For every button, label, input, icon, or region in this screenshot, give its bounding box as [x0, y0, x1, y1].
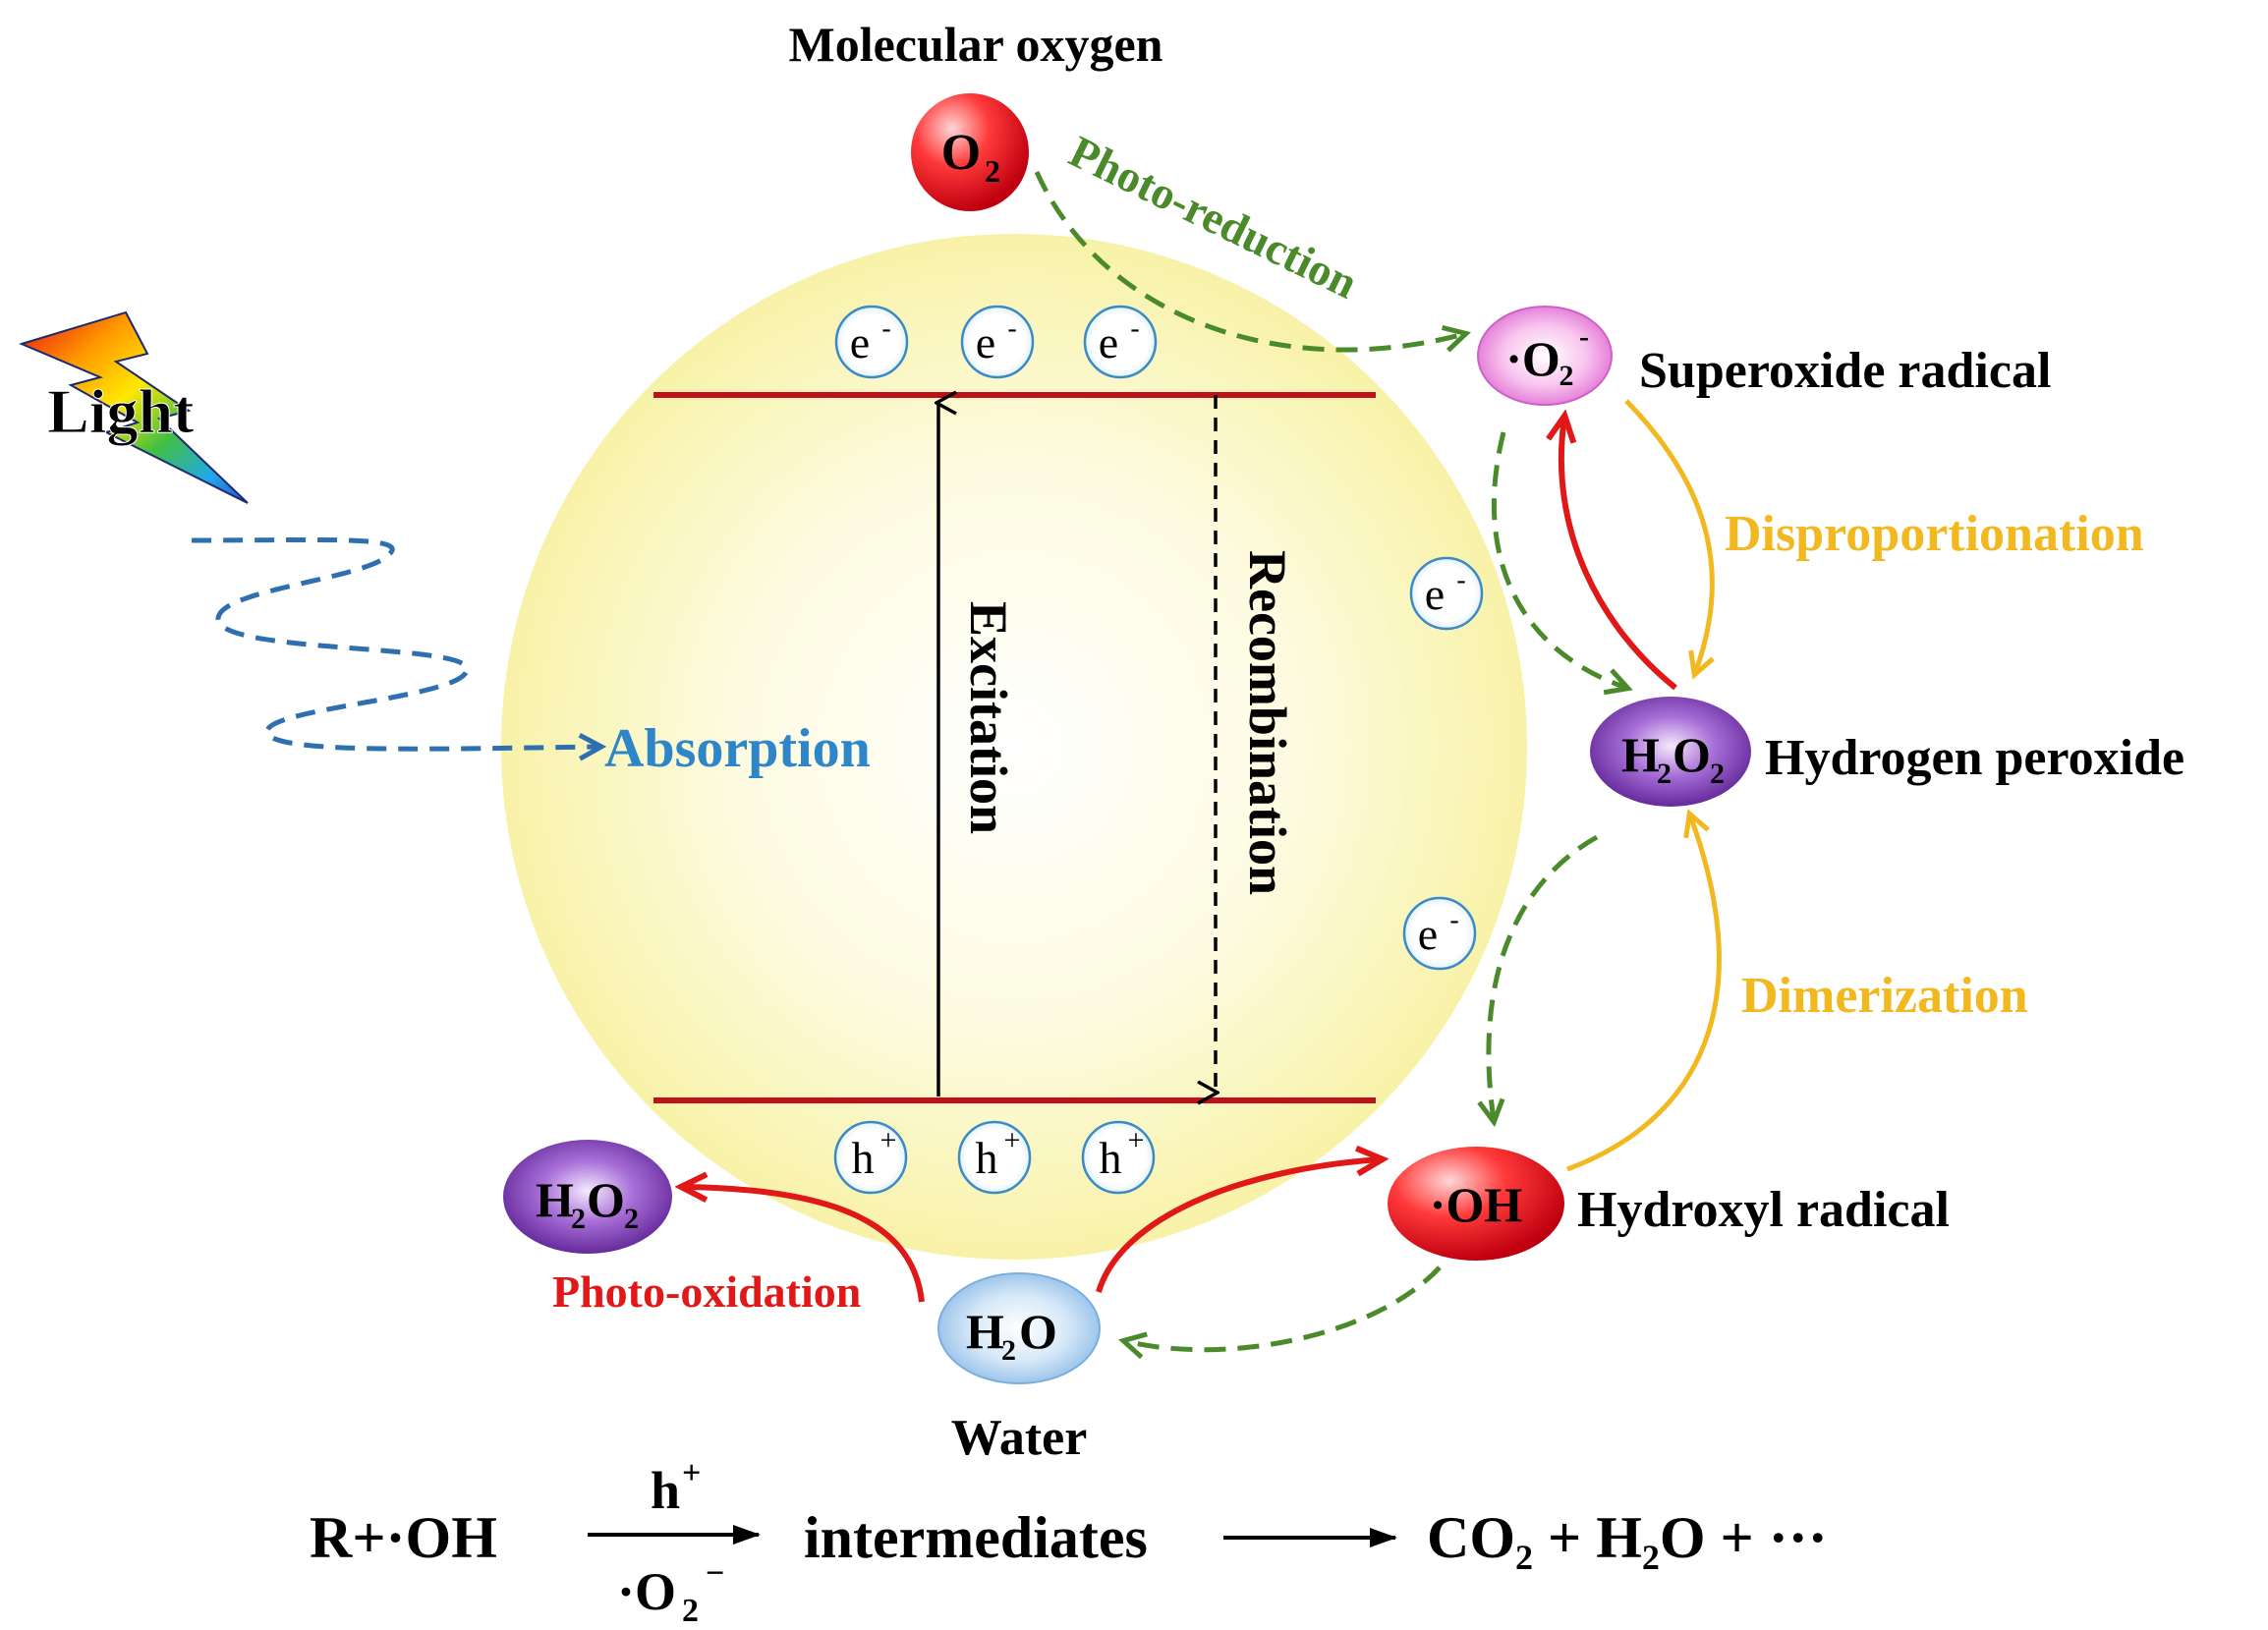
water-to-hydroxyl-arrow: [1096, 1159, 1381, 1293]
electron-3: e -: [1083, 305, 1158, 379]
svg-text:O: O: [587, 1172, 625, 1227]
hole-3: h +: [1081, 1120, 1156, 1195]
svg-text:2: 2: [624, 1203, 639, 1235]
svg-text:O: O: [1673, 727, 1711, 782]
svg-text:-: -: [1130, 313, 1139, 344]
h2o2-right-node: H 2 O 2: [1590, 697, 1751, 807]
svg-text:H: H: [966, 1304, 1004, 1359]
disproportionation-label: Disproportionation: [1725, 506, 2144, 562]
hydroxyl-node: ·OH: [1388, 1147, 1564, 1261]
molecular-oxygen-label: Molecular oxygen: [789, 17, 1163, 72]
svg-text:·O: ·O: [1505, 331, 1560, 386]
svg-text:h: h: [852, 1133, 875, 1183]
equation-below-arrow: ·O: [617, 1562, 676, 1621]
svg-text:h: h: [976, 1133, 998, 1183]
hydrogen-peroxide-label: Hydrogen peroxide: [1765, 730, 2184, 786]
dimerization-arrow: [1566, 809, 1722, 1172]
svg-text:2: 2: [1559, 360, 1574, 392]
lightning-bolt-icon: [19, 310, 249, 504]
recombination-label: Recombination: [1238, 550, 1297, 895]
water-node: H 2 O: [937, 1272, 1101, 1384]
o2-node: O 2: [911, 93, 1029, 211]
svg-text:-: -: [1579, 320, 1589, 353]
svg-text:h: h: [1100, 1133, 1122, 1183]
hydroxyl-to-water-arrow: [1117, 1265, 1442, 1360]
svg-text:-: -: [1456, 565, 1465, 595]
svg-text:−: −: [706, 1555, 724, 1592]
svg-text:e: e: [1099, 317, 1118, 367]
disproportionation-arrow: [1624, 399, 1715, 680]
svg-text:2: 2: [571, 1203, 586, 1235]
svg-text:2: 2: [1657, 758, 1672, 790]
svg-text:e: e: [1418, 909, 1438, 959]
h2o2-to-superoxide-arrow: [1561, 418, 1677, 691]
svg-text:e: e: [976, 317, 995, 367]
absorption-label: Absorption: [604, 718, 871, 779]
photo-oxidation-arrow: [683, 1187, 925, 1303]
svg-text:2: 2: [1001, 1334, 1016, 1367]
equation-above-arrow: h: [651, 1461, 680, 1520]
svg-text:2: 2: [1710, 758, 1725, 790]
electron-4: e -: [1409, 556, 1484, 631]
svg-text:2: 2: [682, 1593, 699, 1629]
svg-text:H: H: [1621, 727, 1660, 782]
excitation-label: Excitation: [959, 601, 1018, 834]
svg-text:+: +: [1128, 1124, 1145, 1156]
equation-products: CO2 + H2O + ···: [1427, 1505, 1828, 1577]
water-label: Water: [951, 1410, 1088, 1466]
svg-text:O: O: [1019, 1304, 1057, 1359]
svg-text:2: 2: [985, 153, 1000, 189]
svg-text:+: +: [880, 1124, 897, 1156]
electron-2: e -: [960, 305, 1035, 379]
equation-intermediates: intermediates: [804, 1505, 1148, 1570]
superoxide-radical-label: Superoxide radical: [1639, 343, 2051, 399]
svg-text:e: e: [1425, 569, 1445, 619]
h2o2-to-hydroxyl-arrow: [1477, 834, 1599, 1128]
hole-2: h +: [957, 1120, 1032, 1195]
photo-oxidation-label: Photo-oxidation: [552, 1266, 861, 1317]
svg-text:·OH: ·OH: [1430, 1177, 1523, 1232]
hole-1: h +: [833, 1120, 908, 1195]
svg-text:-: -: [1449, 905, 1458, 935]
semiconductor-particle: [501, 234, 1527, 1260]
degradation-equation: R+·OH h + ·O 2 − intermediates CO2 + H2O…: [310, 1455, 1828, 1629]
dimerization-label: Dimerization: [1741, 968, 2028, 1024]
equation-reactant: R+·OH: [310, 1505, 497, 1570]
svg-text:+: +: [1004, 1124, 1021, 1156]
h2o2-left-node: H 2 O 2: [503, 1140, 672, 1254]
superoxide-node: ·O 2 -: [1477, 306, 1613, 406]
electron-5: e -: [1402, 896, 1477, 971]
superoxide-to-h2o2-arrow: [1491, 431, 1633, 696]
photo-reduction-arrow: [1034, 170, 1471, 353]
electron-1: e -: [834, 305, 909, 379]
svg-text:+: +: [682, 1455, 701, 1491]
svg-text:H: H: [536, 1172, 574, 1227]
light-label: Light: [47, 376, 195, 446]
svg-text:e: e: [850, 317, 870, 367]
svg-text:-: -: [1007, 313, 1016, 344]
light-wave: [191, 536, 607, 761]
hydroxyl-radical-label: Hydroxyl radical: [1577, 1182, 1950, 1238]
svg-text:-: -: [881, 313, 890, 344]
svg-text:O: O: [941, 125, 981, 181]
